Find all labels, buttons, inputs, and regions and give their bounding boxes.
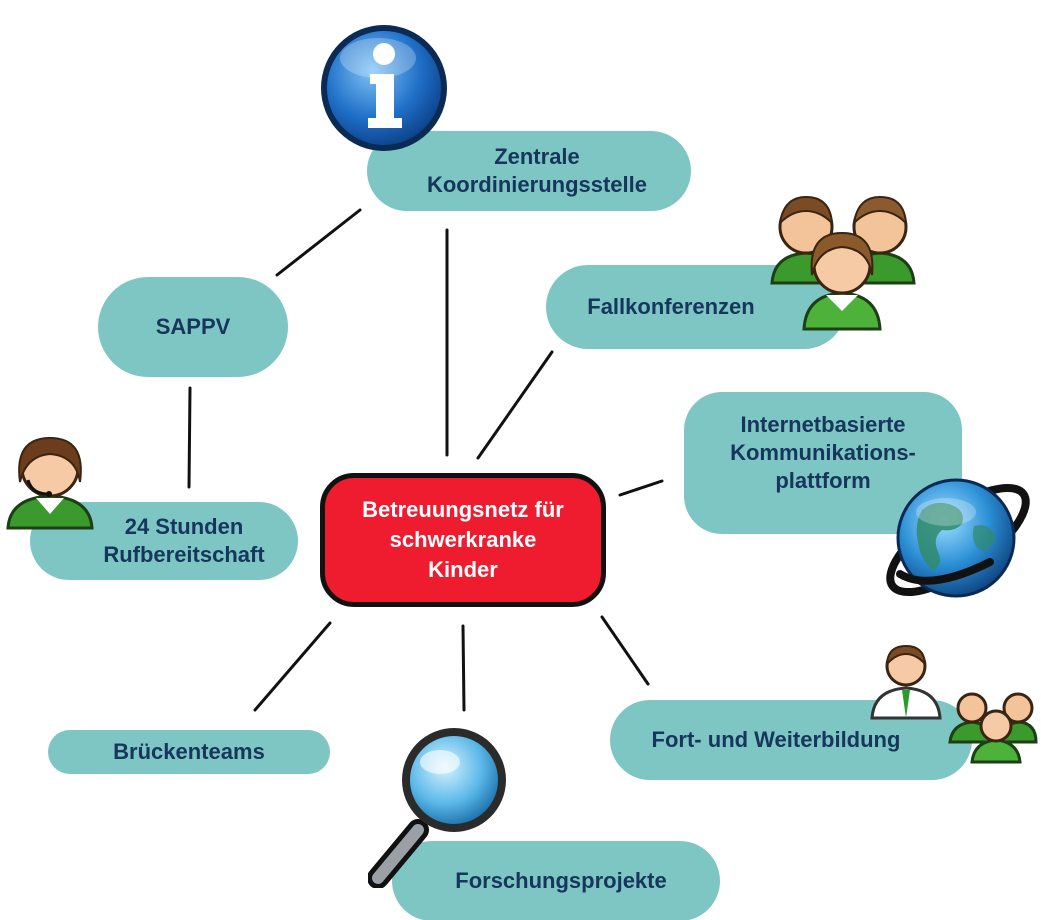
group-people-icon <box>770 195 916 331</box>
node-zentrale-koordinierungsstelle: Zentrale Koordinierungsstelle <box>367 131 691 211</box>
info-icon <box>321 25 447 151</box>
teacher-students-icon <box>870 644 1038 764</box>
center-label: Betreuungsnetz für schwerkranke Kinder <box>362 497 564 582</box>
node-label: Forschungsprojekte <box>455 868 667 893</box>
node-brueckenteams: Brückenteams <box>48 730 330 774</box>
globe-icon <box>886 478 1030 598</box>
node-forschungsprojekte: Forschungsprojekte <box>392 841 720 920</box>
connector-internet <box>618 479 664 497</box>
connector-fallkonferenzen <box>476 350 554 460</box>
node-label: Fallkonferenzen <box>587 294 755 319</box>
connector-forschung <box>461 624 466 712</box>
connector-brueckenteams <box>253 621 332 712</box>
headset-person-icon <box>6 436 94 530</box>
teacher-figure <box>870 644 942 720</box>
person-front <box>802 231 882 331</box>
node-label: Internetbasierte Kommunikations- plattfo… <box>730 412 916 493</box>
connector-zentrale-sappv <box>275 208 362 277</box>
connector-fortbildung <box>600 615 650 686</box>
magnifier-icon <box>368 728 506 888</box>
students-figures <box>948 692 1038 764</box>
node-label: SAPPV <box>155 314 231 339</box>
node-label: Brückenteams <box>113 739 265 764</box>
node-label: Zentrale Koordinierungsstelle <box>426 144 648 197</box>
node-label: Fort- und Weiterbildung <box>651 727 901 752</box>
center-node: Betreuungsnetz für schwerkranke Kinder <box>320 473 606 607</box>
node-sappv: SAPPV <box>98 277 288 377</box>
connector-sappv-rufbereitschaft <box>187 386 192 489</box>
node-label: 24 Stunden Rufbereitschaft <box>103 514 265 567</box>
